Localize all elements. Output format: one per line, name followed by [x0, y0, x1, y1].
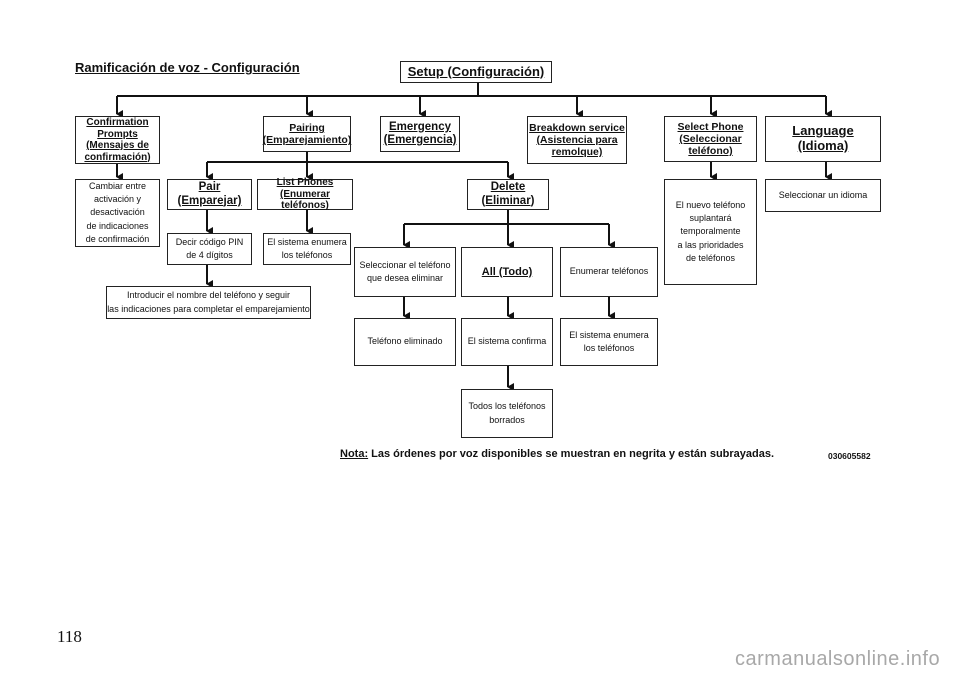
all-phones-deleted-box: Todos los teléfonos borrados	[461, 389, 553, 438]
diagram-heading: Ramificación de voz - Configuración	[75, 60, 300, 75]
system-lists-phones-box: El sistema enumera los teléfonos	[560, 318, 658, 366]
breakdown-line-2: (Asistencia para	[536, 133, 618, 146]
select-phone-info-line-4: a las prioridades	[677, 239, 744, 250]
enumerate-info-label: Enumerar teléfonos	[569, 266, 649, 277]
pairing-box: Pairing (Emparejamiento)	[263, 116, 351, 152]
phone-deleted-box: Teléfono eliminado	[354, 318, 456, 366]
select-delete-info-box: Seleccionar el teléfono que desea elimin…	[354, 247, 456, 297]
enumerate-phones-box: Enumerar teléfonos	[560, 247, 658, 297]
list-phones-line-1: List Phones	[276, 177, 334, 189]
pin-info-line-2: de 4 dígitos	[186, 250, 233, 260]
confirmation-info-line-4: de indicaciones	[86, 220, 149, 231]
confirms-info-label: El sistema confirma	[467, 336, 547, 347]
language-info-box: Seleccionar un idioma	[765, 179, 881, 212]
list-phones-box: List Phones (Enumerar teléfonos)	[257, 177, 353, 212]
list-info-line-2: los teléfonos	[281, 250, 333, 260]
system-confirms-box: El sistema confirma	[461, 318, 553, 366]
language-info-label: Seleccionar un idioma	[778, 189, 868, 200]
emergency-line-2: (Emergencia)	[383, 134, 457, 146]
list-info-line-1: El sistema enumera	[267, 236, 347, 247]
name-info-box: Introducir el nombre del teléfono y segu…	[106, 286, 311, 319]
all-box: All (Todo)	[461, 247, 553, 297]
select-delete-info-line-1: Seleccionar el teléfono	[359, 259, 451, 270]
name-info-line-1: Introducir el nombre del teléfono y segu…	[126, 290, 291, 301]
confirmation-info-line-2: activación y	[93, 194, 142, 205]
list-phones-line-2: (Enumerar teléfonos)	[279, 188, 330, 212]
pin-info-box: Decir código PIN de 4 dígitos	[167, 233, 252, 265]
select-phone-line-3: teléfono)	[688, 145, 733, 158]
select-phone-box: Select Phone (Seleccionar teléfono)	[664, 116, 757, 162]
setup-root-label: Setup (Configuración)	[407, 63, 545, 79]
watermark: carmanualsonline.info	[735, 648, 941, 670]
name-info-line-2: las indicaciones para completar el empar…	[107, 303, 310, 314]
breakdown-line-3: remolque)	[551, 146, 603, 159]
select-phone-info-line-2: suplantará	[689, 213, 732, 224]
confirmation-info-line-1: Cambiar entre	[88, 181, 147, 192]
setup-root-box: Setup (Configuración)	[400, 61, 552, 83]
all-deleted-info-line-2: borrados	[489, 414, 525, 425]
deleted-info-label: Teléfono eliminado	[367, 336, 443, 347]
pairing-line-2: (Emparejamiento)	[262, 134, 352, 146]
select-phone-line-1: Select Phone	[677, 120, 744, 133]
confirmation-info-box: Cambiar entre activación y desactivación…	[75, 179, 160, 247]
confirmation-line-4: confirmación)	[84, 151, 151, 163]
all-deleted-info-line-1: Todos los teléfonos	[468, 401, 546, 412]
select-phone-info-line-1: El nuevo teléfono	[675, 200, 746, 211]
delete-line-2: (Eliminar)	[481, 194, 535, 207]
list-phones-info-box: El sistema enumera los teléfonos	[263, 233, 351, 265]
confirmation-info-line-3: desactivación	[90, 207, 145, 218]
confirmation-line-1: Confirmation	[86, 117, 149, 128]
language-box: Language (Idioma)	[765, 116, 881, 162]
emergency-line-1: Emergency	[388, 120, 451, 133]
confirmation-info-line-5: de confirmación	[85, 233, 150, 244]
enumerate-list-info-line-2: los teléfonos	[583, 343, 635, 353]
confirmation-line-2: Prompts	[97, 128, 138, 140]
pair-line-2: (Emparejar)	[177, 194, 242, 207]
pair-line-1: Pair	[198, 181, 221, 194]
delete-box: Delete (Eliminar)	[467, 179, 549, 210]
select-phone-line-2: (Seleccionar	[679, 132, 742, 145]
select-delete-info-line-2: que desea eliminar	[366, 273, 444, 283]
footnote-label: Nota:	[340, 448, 369, 460]
footnote: Nota: Las órdenes por voz disponibles se…	[340, 448, 774, 460]
breakdown-service-box: Breakdown service (Asistencia para remol…	[527, 116, 627, 164]
select-phone-info-box: El nuevo teléfono suplantará temporalmen…	[664, 179, 757, 285]
figure-code: 030605582	[828, 451, 871, 461]
pin-info-line-1: Decir código PIN	[175, 236, 244, 247]
emergency-box: Emergency (Emergencia)	[380, 116, 460, 152]
pair-box: Pair (Emparejar)	[167, 179, 252, 210]
breakdown-line-1: Breakdown service	[529, 121, 625, 134]
language-line-2: (Idioma)	[797, 138, 849, 153]
confirmation-prompts-box: Confirmation Prompts (Mensajes de confir…	[75, 116, 160, 164]
enumerate-list-info-line-1: El sistema enumera	[569, 329, 649, 340]
page-number: 118	[57, 627, 82, 646]
delete-line-1: Delete	[490, 181, 526, 194]
select-phone-info-line-3: temporalmente	[680, 226, 741, 237]
footnote-text: Las órdenes por voz disponibles se muest…	[371, 448, 775, 460]
confirmation-line-3: (Mensajes de	[86, 140, 149, 151]
pairing-line-1: Pairing	[289, 121, 325, 134]
all-label: All (Todo)	[481, 265, 533, 278]
select-phone-info-line-5: de teléfonos	[685, 252, 736, 263]
language-line-1: Language	[792, 123, 854, 139]
